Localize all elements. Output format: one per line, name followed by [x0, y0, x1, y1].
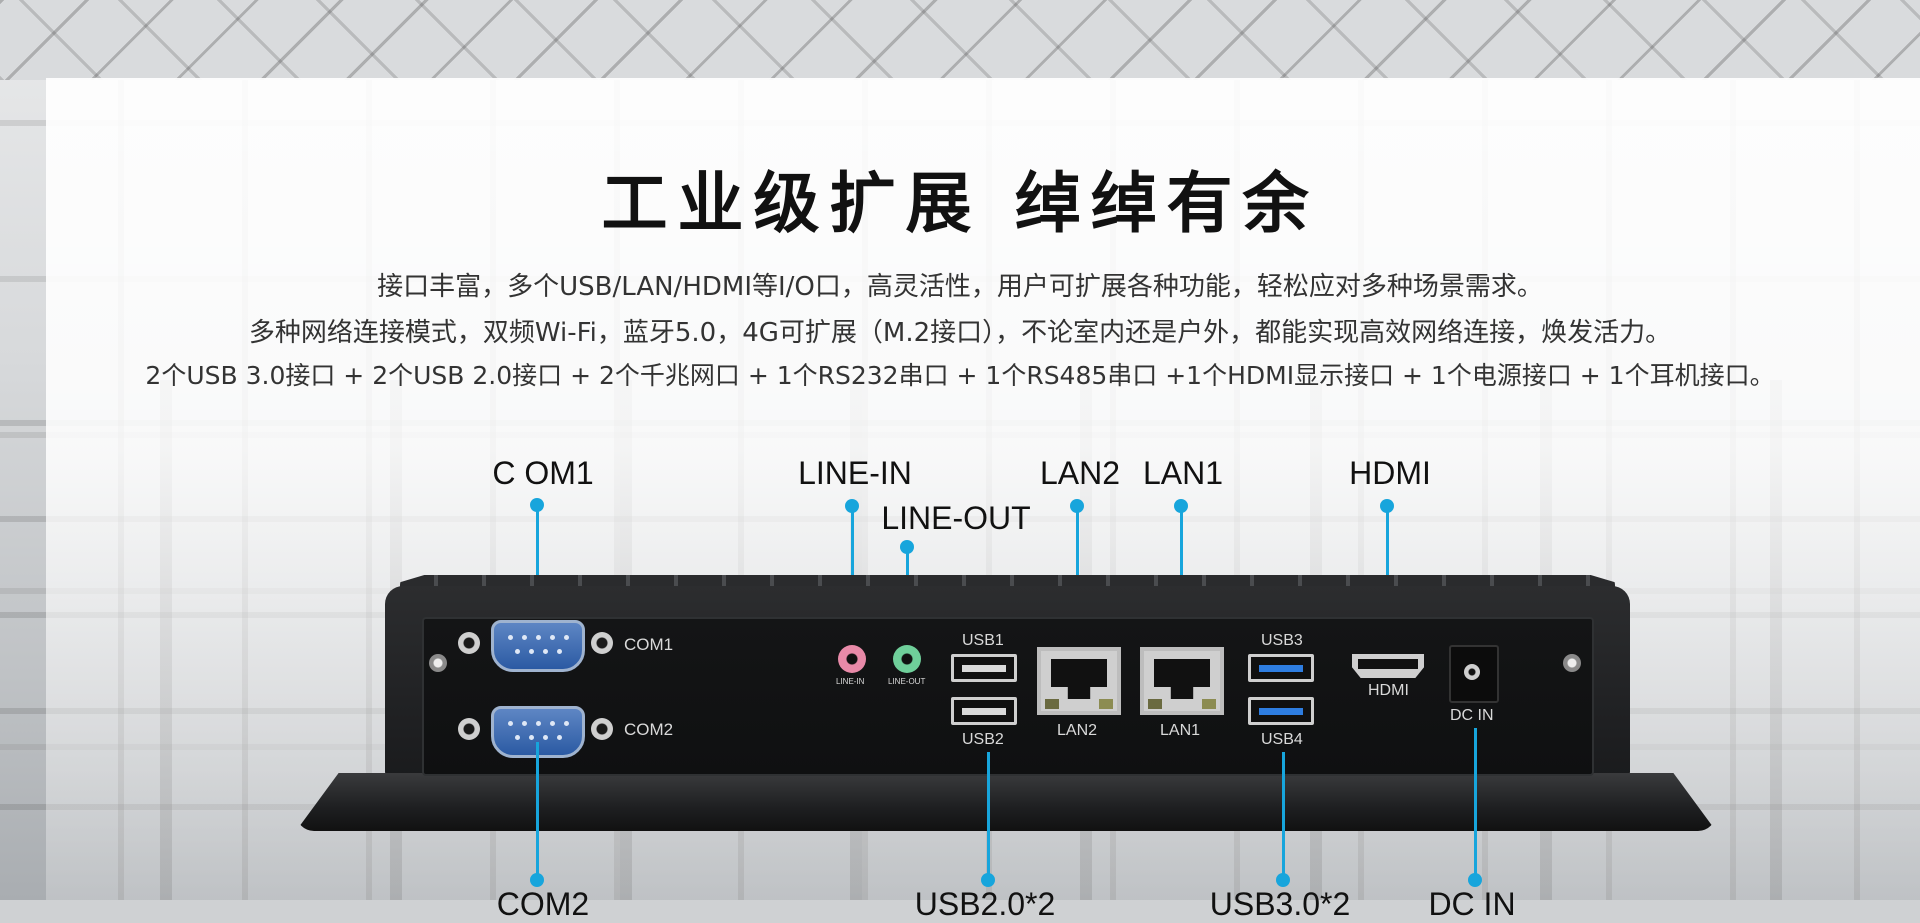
callout-line-com2	[536, 742, 539, 880]
callout-dot-lan1	[1174, 499, 1188, 513]
callout-usb-right: USB3.0*2	[1209, 886, 1351, 922]
usb4-port	[1248, 697, 1314, 725]
dc-in-label: DC IN	[1450, 707, 1494, 724]
standoff-nut-icon	[458, 718, 480, 740]
description-line-3: 2个USB 3.0接口 + 2个USB 2.0接口 + 2个千兆网口 + 1个R…	[145, 361, 1775, 390]
callout-line-dc-in	[1474, 728, 1477, 880]
usb2-port	[951, 697, 1017, 725]
callout-dot-com2	[530, 873, 544, 887]
com1-db9-port	[491, 620, 585, 672]
callout-line-usb-right	[1282, 752, 1285, 880]
callout-line-com1	[536, 505, 539, 625]
standoff-nut-icon	[591, 718, 613, 740]
lan1-label: LAN1	[1160, 722, 1201, 739]
description-line-1: 接口丰富，多个USB/LAN/HDMI等I/O口，高灵活性，用户可扩展各种功能，…	[377, 272, 1543, 302]
callout-dot-usb-left	[981, 873, 995, 887]
com2-label: COM2	[624, 720, 674, 739]
dc-in-port	[1449, 645, 1499, 703]
description-line-2: 多种网络连接模式，双频Wi-Fi，蓝牙5.0，4G可扩展（M.2接口），不论室内…	[248, 318, 1672, 348]
callout-dot-line-in	[845, 499, 859, 513]
callout-dc-in: DC IN	[1428, 886, 1516, 922]
device-bezel	[296, 773, 1716, 831]
hdmi-port	[1352, 654, 1424, 678]
lan1-port	[1140, 647, 1224, 715]
usb1-label: USB1	[962, 632, 1004, 649]
ceiling-beams	[0, 0, 1920, 80]
callout-lan2: LAN2	[1039, 455, 1121, 491]
line-out-label: LINE-OUT	[888, 677, 926, 686]
usb1-port	[951, 654, 1017, 682]
usb4-label: USB4	[1261, 731, 1303, 748]
callout-hdmi: HDMI	[1349, 455, 1431, 491]
callout-dot-lan2	[1070, 499, 1084, 513]
callout-dot-line-out	[900, 540, 914, 554]
io-faceplate	[422, 617, 1594, 776]
callout-lan1: LAN1	[1142, 455, 1224, 491]
screw-left-icon	[429, 654, 447, 672]
callout-line-out: LINE-OUT	[881, 500, 1031, 536]
callout-line-in: LINE-IN	[798, 455, 912, 491]
page-title: 工业级扩展 绰绰有余	[601, 165, 1319, 242]
hdmi-label: HDMI	[1368, 682, 1409, 699]
com1-label: COM1	[624, 635, 674, 654]
callout-com1: C OM1	[492, 455, 594, 491]
callout-line-usb-left	[987, 752, 990, 880]
callout-dot-usb-right	[1276, 873, 1290, 887]
line-out-jack	[893, 645, 921, 673]
usb2-label: USB2	[962, 731, 1004, 748]
screw-right-icon	[1563, 654, 1581, 672]
lan2-label: LAN2	[1057, 722, 1098, 739]
standoff-nut-icon	[458, 632, 480, 654]
line-in-label: LINE-IN	[836, 677, 865, 686]
callout-com2: COM2	[496, 886, 590, 922]
callout-dot-com1	[530, 498, 544, 512]
usb3-port	[1248, 654, 1314, 682]
usb3-label: USB3	[1261, 632, 1303, 649]
lan2-port	[1037, 647, 1121, 715]
callout-dot-dc-in	[1468, 873, 1482, 887]
standoff-nut-icon	[591, 632, 613, 654]
callout-usb-left: USB2.0*2	[914, 886, 1056, 922]
line-in-jack	[838, 645, 866, 673]
callout-dot-hdmi	[1380, 499, 1394, 513]
